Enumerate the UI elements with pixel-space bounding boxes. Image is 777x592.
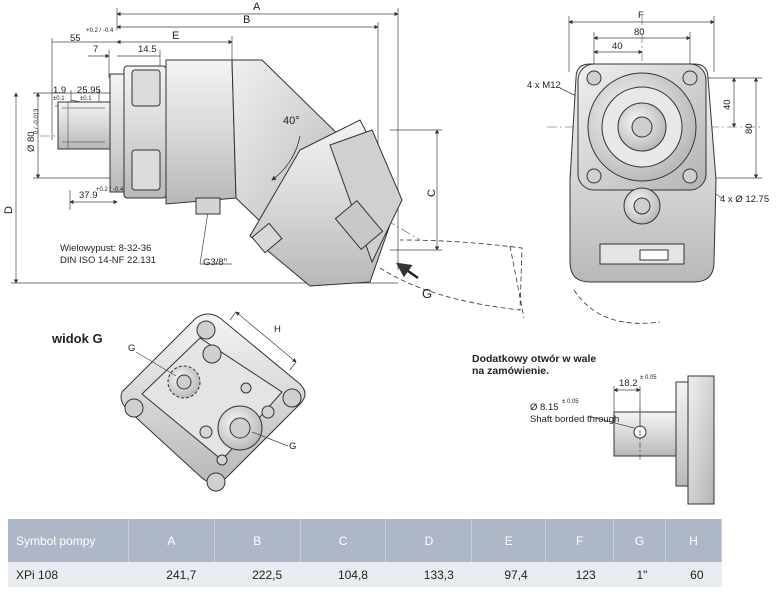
cell-f: 123 xyxy=(545,562,614,587)
dim-25-95-label: 25.95 xyxy=(77,85,101,96)
cell-h: 60 xyxy=(665,562,722,587)
cell-g: 1" xyxy=(613,562,666,587)
dim-80-vertical-label: 80 xyxy=(744,123,755,134)
dim-a-label: A xyxy=(253,1,261,13)
dim-18-2-label: 18.2 xyxy=(619,378,638,389)
view-g-dimensions xyxy=(135,311,297,447)
view-g-title: widok G xyxy=(52,331,103,346)
dim-25-95-tolerance: ±0.1 xyxy=(80,96,92,102)
header-g: G xyxy=(613,519,666,562)
dim-1-9-tolerance: ±0.1 xyxy=(53,96,65,102)
cell-d: 133,3 xyxy=(385,562,472,587)
dim-55-tolerance: +0.2 / -0.4 xyxy=(86,28,114,34)
header-d: D xyxy=(385,519,473,562)
dim-80-label: 80 xyxy=(634,27,645,38)
dim-7-label: 7 xyxy=(93,44,99,55)
shaft-hole-detail xyxy=(613,375,715,505)
dim-8-15-label: Ø 8.15 xyxy=(530,402,559,413)
pump-front-view xyxy=(569,63,717,324)
dim-37-9-label: 37.9 xyxy=(79,190,98,201)
extra-hole-note-line-2: na zamówienie. xyxy=(472,365,550,377)
shaft-bored-label: Shaft borded through xyxy=(530,414,620,425)
m12-label: 4 x M12 xyxy=(527,80,561,91)
cell-e: 97,4 xyxy=(471,562,546,587)
view-g-arrow-label: G xyxy=(422,286,433,301)
dim-1-9-label: 1.9 xyxy=(53,85,67,96)
dim-d-label: D xyxy=(3,206,15,214)
cell-symbol: XPi 108 xyxy=(8,562,129,587)
dim-37-9-tolerance: +0.2 / -0.4 xyxy=(96,187,124,193)
spec-table-header-row: Symbol pompy A B C D E F G H xyxy=(8,519,723,562)
shaft-hole-dimensions xyxy=(587,386,641,429)
view-g-port-label-1: G xyxy=(128,343,136,354)
table-row: XPi 108 241,7 222,5 104,8 133,3 97,4 123… xyxy=(8,562,722,587)
technical-drawing xyxy=(11,8,762,505)
dim-55-label: 55 xyxy=(70,33,81,44)
dim-8-15-tolerance: ± 0.05 xyxy=(562,399,579,405)
spec-table: Symbol pompy A B C D E F G H XPi 108 241… xyxy=(8,519,723,587)
spline-label: Wielowypust: 8-32-36 xyxy=(60,243,152,254)
dim-14-5-label: 14.5 xyxy=(138,44,157,55)
dim-b-label: B xyxy=(243,14,251,26)
dim-shaft-dia-label: Ø 80 xyxy=(26,131,37,152)
dim-40-label: 40 xyxy=(612,41,623,52)
cell-b: 222,5 xyxy=(214,562,301,587)
cell-a: 241,7 xyxy=(128,562,215,587)
dim-e-label: E xyxy=(172,30,180,42)
dim-40-vertical-label: 40 xyxy=(722,99,733,110)
angle-arc xyxy=(271,135,301,181)
header-c: C xyxy=(300,519,387,562)
header-f: F xyxy=(545,519,615,562)
view-g-port-label-2: G xyxy=(289,441,297,452)
pump-side-view xyxy=(57,59,525,319)
view-g-arrow xyxy=(395,262,419,280)
header-b: B xyxy=(214,519,301,562)
hole-label: 4 x Ø 12.75 xyxy=(720,194,770,205)
cell-c: 104,8 xyxy=(300,562,386,587)
dim-c-label: C xyxy=(426,189,438,197)
angle-label: 40° xyxy=(283,115,300,127)
norm-label: DIN ISO 14-NF 22.131 xyxy=(60,255,157,266)
header-e: E xyxy=(471,519,547,562)
view-g-drawing xyxy=(120,313,306,492)
port-label: G3/8" xyxy=(203,257,227,268)
dim-f-label: F xyxy=(638,10,644,21)
header-a: A xyxy=(128,519,215,562)
dim-18-2-tolerance: ± 0.05 xyxy=(640,375,657,381)
header-h: H xyxy=(665,519,723,562)
view-g-h-label: H xyxy=(274,324,281,335)
extra-hole-note-line-1: Dodatkowy otwór w wale xyxy=(472,353,597,365)
header-symbol: Symbol pompy xyxy=(8,519,129,562)
dim-shaft-dia-tolerance: 0 / -0.013 xyxy=(34,108,40,134)
